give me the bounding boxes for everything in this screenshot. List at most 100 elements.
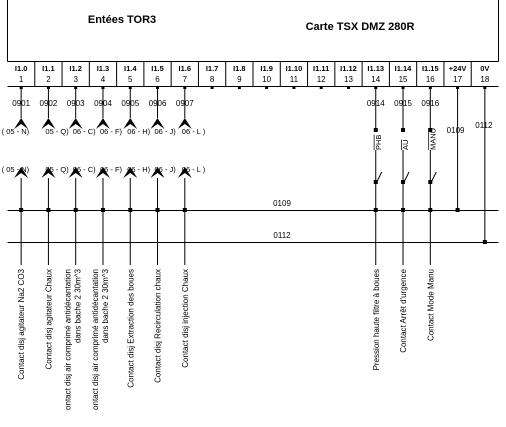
bus-junction-dot <box>100 208 105 212</box>
wire-24v-label: 0109 <box>447 126 465 135</box>
terminal-number: 6 <box>155 75 160 84</box>
terminal-number: 9 <box>237 75 242 84</box>
wire-number: 0906 <box>149 99 167 108</box>
xref-bottom: 06 - C) <box>73 165 96 174</box>
channel-description: Contact disj agitateur Na2 CO3 <box>17 268 26 379</box>
channel-description: Contact Mode Manu <box>426 269 435 341</box>
terminal-channel-label: I1.10 <box>286 64 303 73</box>
contact-arrow-bottom <box>41 167 56 178</box>
bus-junction-dot <box>373 208 378 212</box>
switch-label: PHB <box>374 135 383 150</box>
channel-description: ontact disj air comprimé antidécantation <box>64 269 73 410</box>
terminal-number: 18 <box>480 75 489 84</box>
channel-description: Pression haute filtre à boues <box>372 269 381 370</box>
wire-number: 0901 <box>12 99 30 108</box>
contact-symbols <box>14 118 487 244</box>
terminal-dot <box>128 86 132 89</box>
bus-junction-dot <box>428 208 433 212</box>
terminal-channel-label: I1.5 <box>151 64 164 73</box>
xref-bottom: 06 - H) <box>127 165 150 174</box>
terminal-channel-label: I1.6 <box>179 64 192 73</box>
terminal-dot <box>428 86 432 89</box>
channel-description: Contact disj injection Chaux <box>181 269 190 368</box>
wire-number: 0902 <box>40 99 58 108</box>
terminal-dot <box>483 86 487 89</box>
bus-junction-dot <box>19 208 24 212</box>
terminal-number: 14 <box>371 75 380 84</box>
contact-arrow-bottom <box>68 167 83 178</box>
contact-arrow-bottom <box>95 167 110 178</box>
terminal-dot <box>456 86 460 89</box>
terminal-channel-label: I1.14 <box>395 64 413 73</box>
contact-arrow-top <box>177 118 192 129</box>
xref-bottom: 06 - L ) <box>182 165 206 174</box>
terminal-number: 12 <box>317 75 326 84</box>
terminal-dot <box>46 86 50 89</box>
terminal-dot <box>374 86 378 89</box>
terminal-number: 13 <box>344 75 353 84</box>
diagram-labels: I1.01I1.12I1.23I1.34I1.45I1.56I1.67I1.78… <box>2 64 493 410</box>
bus-junction-dot <box>155 208 160 212</box>
terminal-channel-label: I1.2 <box>69 64 82 73</box>
bus-junction-dot <box>73 208 78 212</box>
contact-arrow-bottom <box>150 167 165 178</box>
channel-description: Contact disj Recirculation chaux <box>154 269 163 383</box>
channel-description: Contact disj Extraction des boues <box>126 269 135 388</box>
terminal-dot <box>210 86 214 89</box>
terminal-dot <box>346 86 350 89</box>
terminal-strip <box>19 86 487 89</box>
terminal-number: 7 <box>183 75 188 84</box>
terminal-dot <box>183 86 187 89</box>
module-frame <box>7 0 499 62</box>
contact-arrow-bottom <box>123 167 138 178</box>
wire-0v-label: 0112 <box>475 121 493 130</box>
contact-pin-mid <box>428 180 433 184</box>
wiring-lines <box>7 61 499 265</box>
terminal-dot <box>101 86 105 89</box>
terminal-number: 2 <box>46 75 51 84</box>
terminal-channel-label: I1.7 <box>206 64 219 73</box>
contact-arrow-top <box>68 118 83 129</box>
xref-bottom: 06 - F) <box>100 165 123 174</box>
wire-number: 0907 <box>176 99 194 108</box>
wire-number: 0903 <box>67 99 85 108</box>
wire-number: 0914 <box>367 99 385 108</box>
xref-top: 06 - H) <box>127 127 150 136</box>
terminal-channel-label: I1.0 <box>15 64 28 73</box>
terminal-channel-label: I1.8 <box>233 64 246 73</box>
terminal-channel-label: I1.13 <box>367 64 384 73</box>
terminal-channel-label: I1.1 <box>42 64 55 73</box>
module-title-card: Carte TSX DMZ 280R <box>306 21 415 33</box>
xref-top: ( 05 - N) <box>2 127 30 136</box>
channel-description: dans bache 2 30m^3 <box>74 268 83 343</box>
xref-top: 06 - J) <box>155 127 177 136</box>
terminal-channel-label: I1.15 <box>422 64 439 73</box>
terminal-dot <box>292 86 296 89</box>
channel-description: Contact disj agitateur Chaux <box>44 269 53 370</box>
contact-pin-top <box>428 128 433 132</box>
terminal-channel-label: 0V <box>480 64 489 73</box>
terminal-number: 15 <box>399 75 408 84</box>
xref-bottom: 06 - J) <box>155 165 177 174</box>
bus-junction-dot <box>46 208 51 212</box>
switch-label: AU <box>401 140 410 150</box>
contact-pin-mid <box>373 180 378 184</box>
wire-number: 0915 <box>394 99 412 108</box>
xref-top: 06 - F) <box>100 127 123 136</box>
channel-description: dans bache 2 30m^3 <box>101 268 110 343</box>
contact-arrow-bottom <box>177 167 192 178</box>
terminal-number: 8 <box>210 75 215 84</box>
xref-top: 06 - L ) <box>182 127 206 136</box>
terminal-dot <box>156 86 160 89</box>
bus-0112-label: 0112 <box>273 231 291 240</box>
bus-junction-dot <box>401 208 406 212</box>
wire-0v-junction <box>482 240 487 244</box>
terminal-channel-label: I1.4 <box>124 64 137 73</box>
contact-arrow-top <box>14 118 29 129</box>
channel-description: Contact Arrêt d'urgence <box>399 268 408 352</box>
xref-top: 05 - Q) <box>45 127 69 136</box>
terminal-channel-label: I1.11 <box>313 64 329 73</box>
bus-0109-label: 0109 <box>273 199 291 208</box>
terminal-dot <box>19 86 23 89</box>
